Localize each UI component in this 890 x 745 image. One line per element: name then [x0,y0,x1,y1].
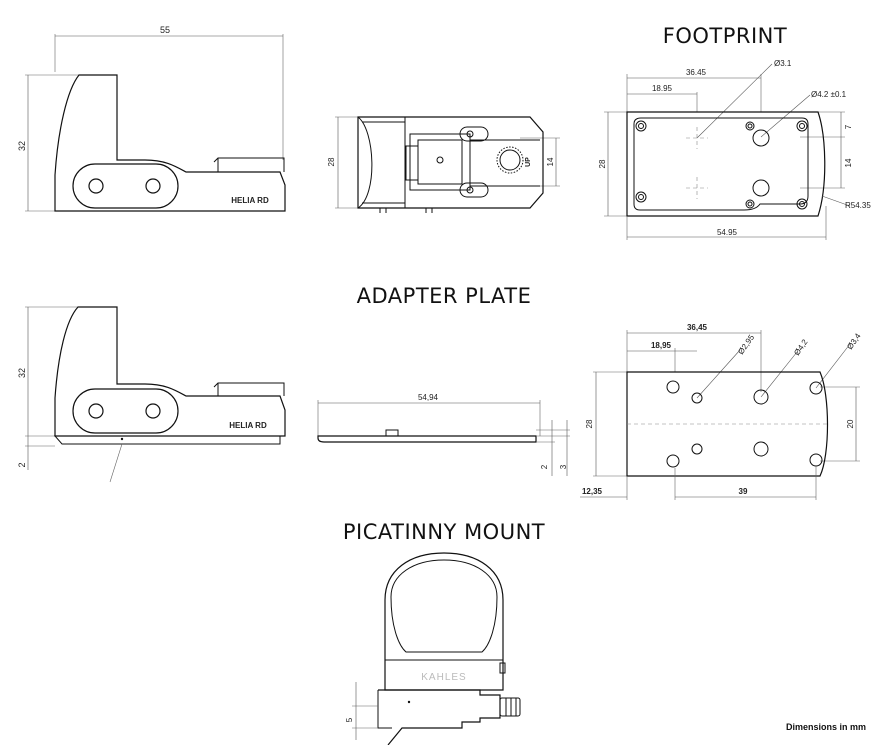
adapter-spacing: 20 [846,419,855,428]
footprint-spacing-7: 7 [844,124,853,129]
up-label: UP [525,157,532,167]
footprint-hole-large: Ø4.2 ±0.1 [811,90,847,99]
adapter-dim-a: 36,45 [687,323,708,332]
adapter-side-dim-3: 3 [559,464,568,469]
adapter-dim-b: 18,95 [651,341,672,350]
sight-height-label: 32 [17,141,27,151]
footprint-height: 28 [598,159,607,168]
picatinny-mount-drawing: KAHLES 5 [345,552,521,745]
footprint-drawing: 36.45 18.95 Ø3.1 Ø4.2 ±0.1 28 7 14 R5 [598,59,871,240]
adapter-hole-3: Ø3,4 [845,331,863,351]
adapter-hole-2: Ø4,2 [792,337,810,357]
adapter-span: 39 [739,487,748,496]
picatinny-brand-label: KAHLES [421,672,466,683]
adapter-side-dim-2: 2 [540,464,549,469]
sight-brand-label: HELIA RD [231,196,269,205]
footprint-dim-b: 18.95 [652,84,673,93]
adapter-side-width: 54,94 [418,393,439,402]
adapter-height: 28 [585,419,594,428]
sight-top-view: 28 14 UP [327,116,560,213]
sight-side-view: 55 32 HELIA RD [17,25,286,212]
picatinny-height-label: 5 [345,717,354,722]
adapter-plate-heading: ADAPTER PLATE [356,284,532,308]
adapter-hole-1: Ø2,95 [736,333,756,356]
adapter-plate-thickness-label: 2 [17,462,27,467]
adapter-plate-side-view: 54,94 2 3 [317,393,570,476]
dimensions-note: Dimensions in mm [786,722,867,732]
footprint-width: 54.95 [717,228,738,237]
footprint-hole-small: Ø3.1 [774,59,792,68]
top-width-label: 28 [327,157,336,166]
footprint-spacing-14: 14 [844,158,853,167]
adapter-offset: 12,35 [582,487,603,496]
adapter-sight-brand-label: HELIA RD [229,421,267,430]
footprint-heading: FOOTPRINT [662,24,788,48]
adapter-plate-plan-view: 36,45 18,95 Ø2,95 Ø4,2 Ø3,4 28 20 12,35 … [580,323,863,500]
sight-on-adapter-side-view: 32 2 HELIA RD [17,306,286,483]
adapter-sight-height-label: 32 [17,368,27,378]
top-height-label: 14 [546,157,555,166]
picatinny-mount-heading: PICATINNY MOUNT [342,520,546,544]
footprint-dim-a: 36.45 [686,68,707,77]
footprint-radius: R54.35 [845,201,871,210]
sight-width-label: 55 [160,25,170,35]
